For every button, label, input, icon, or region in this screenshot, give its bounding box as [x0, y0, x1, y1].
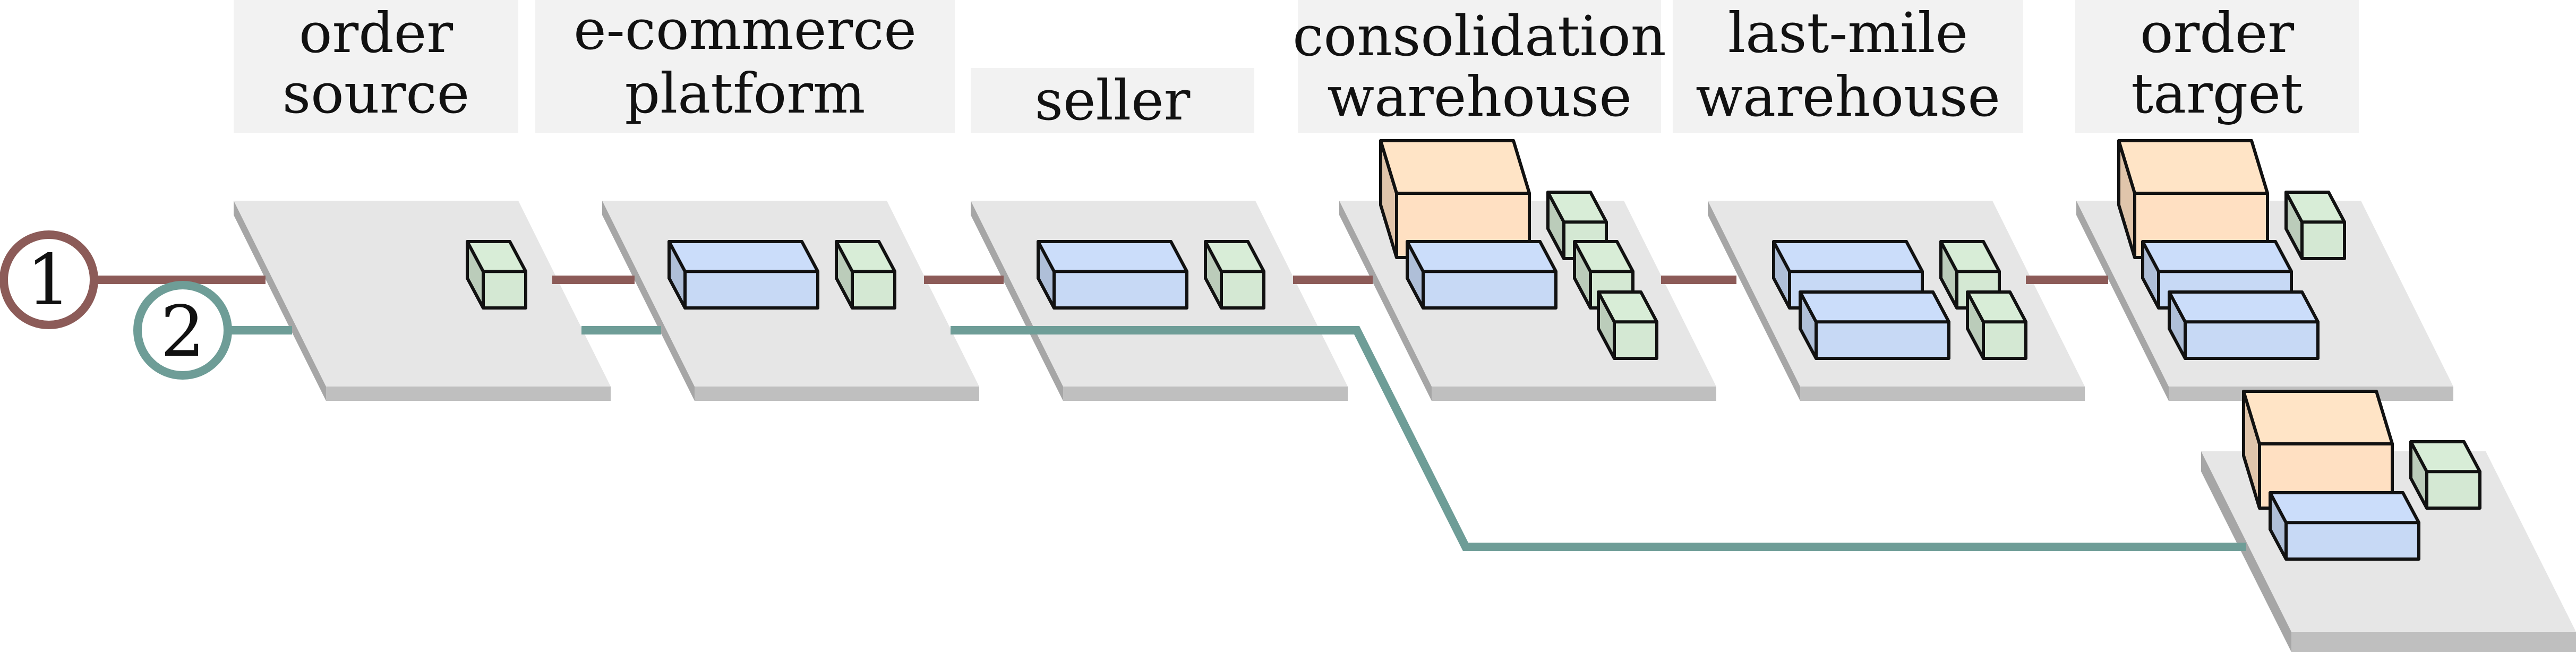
package-top [835, 240, 896, 273]
stage-label-bg-seller [971, 68, 1254, 133]
blue-package-21 [2269, 491, 2420, 561]
stage-label-bg-order-source [234, 0, 518, 133]
green-package-12 [1939, 240, 2001, 310]
route-2-line [228, 326, 2246, 551]
stage-label-consolidation-warehouse-line1: consolidation [1293, 4, 1666, 68]
package-top [2168, 290, 2320, 324]
blue-package-18 [2168, 290, 2320, 360]
package-top [1037, 240, 1188, 273]
green-package-16 [2284, 191, 2346, 260]
package-top [1406, 240, 1557, 273]
package-top [1597, 290, 1658, 324]
package-top [1546, 191, 1608, 224]
routes: 1 2 [0, 230, 2246, 551]
stage-label-bg-e-commerce-platform [535, 0, 955, 133]
orange-package-19 [2242, 390, 2394, 510]
blue-package-13 [1799, 290, 1950, 360]
package-top [2409, 440, 2481, 474]
stage-label-e-commerce-platform-line2: platform [624, 61, 865, 126]
package-top [2284, 191, 2346, 224]
blue-package-2 [667, 240, 819, 310]
stage-label-last-mile-warehouse-line2: warehouse [1696, 64, 2000, 129]
package-top [1966, 290, 2027, 324]
route-2-marker [133, 281, 232, 380]
packages [466, 139, 2481, 561]
stage-label-seller: seller [1035, 68, 1191, 133]
green-package-20 [2409, 440, 2481, 510]
package-top [2269, 491, 2420, 525]
stage-label-bg-last-mile-warehouse [1673, 0, 2023, 133]
orange-package-15 [2117, 139, 2269, 259]
stage-label-consolidation-warehouse-line2: warehouse [1327, 64, 1632, 129]
package-top [1379, 139, 1531, 195]
stage-label-last-mile-warehouse-line1: last-mile [1728, 1, 1968, 65]
stage-label-bg-order-target [2075, 0, 2359, 133]
package-top [1799, 290, 1950, 324]
package-top [466, 240, 527, 273]
route-2-number: 2 [160, 291, 205, 373]
green-package-5 [1204, 240, 1265, 310]
package-top [1204, 240, 1265, 273]
package-top [2117, 139, 2269, 195]
stage-label-order-source-line1: order [299, 1, 453, 65]
stage-labels: order source e-commerce platform seller … [234, 0, 2359, 133]
package-top [2141, 240, 2293, 273]
stage-label-order-target-line1: order [2140, 1, 2294, 65]
stage-label-e-commerce-platform-line1: e-commerce [574, 0, 917, 62]
stage-label-order-target-line2: target [2131, 61, 2303, 126]
green-package-10 [1597, 290, 1658, 360]
orange-package-6 [1379, 139, 1531, 259]
route-1-number: 1 [27, 239, 71, 321]
platform-order-source [234, 201, 611, 401]
package-top [1939, 240, 2001, 273]
stage-label-order-source-line2: source [283, 61, 469, 126]
stage-label-bg-consolidation-warehouse [1298, 0, 1661, 133]
package-top [667, 240, 819, 273]
green-package-1 [466, 240, 527, 310]
package-top [2242, 390, 2394, 445]
blue-package-8 [1406, 240, 1557, 310]
blue-package-4 [1037, 240, 1188, 310]
green-package-14 [1966, 290, 2027, 360]
package-top [1772, 240, 1924, 273]
route-1-marker [0, 230, 98, 329]
green-package-3 [835, 240, 896, 310]
package-top [1573, 240, 1634, 273]
